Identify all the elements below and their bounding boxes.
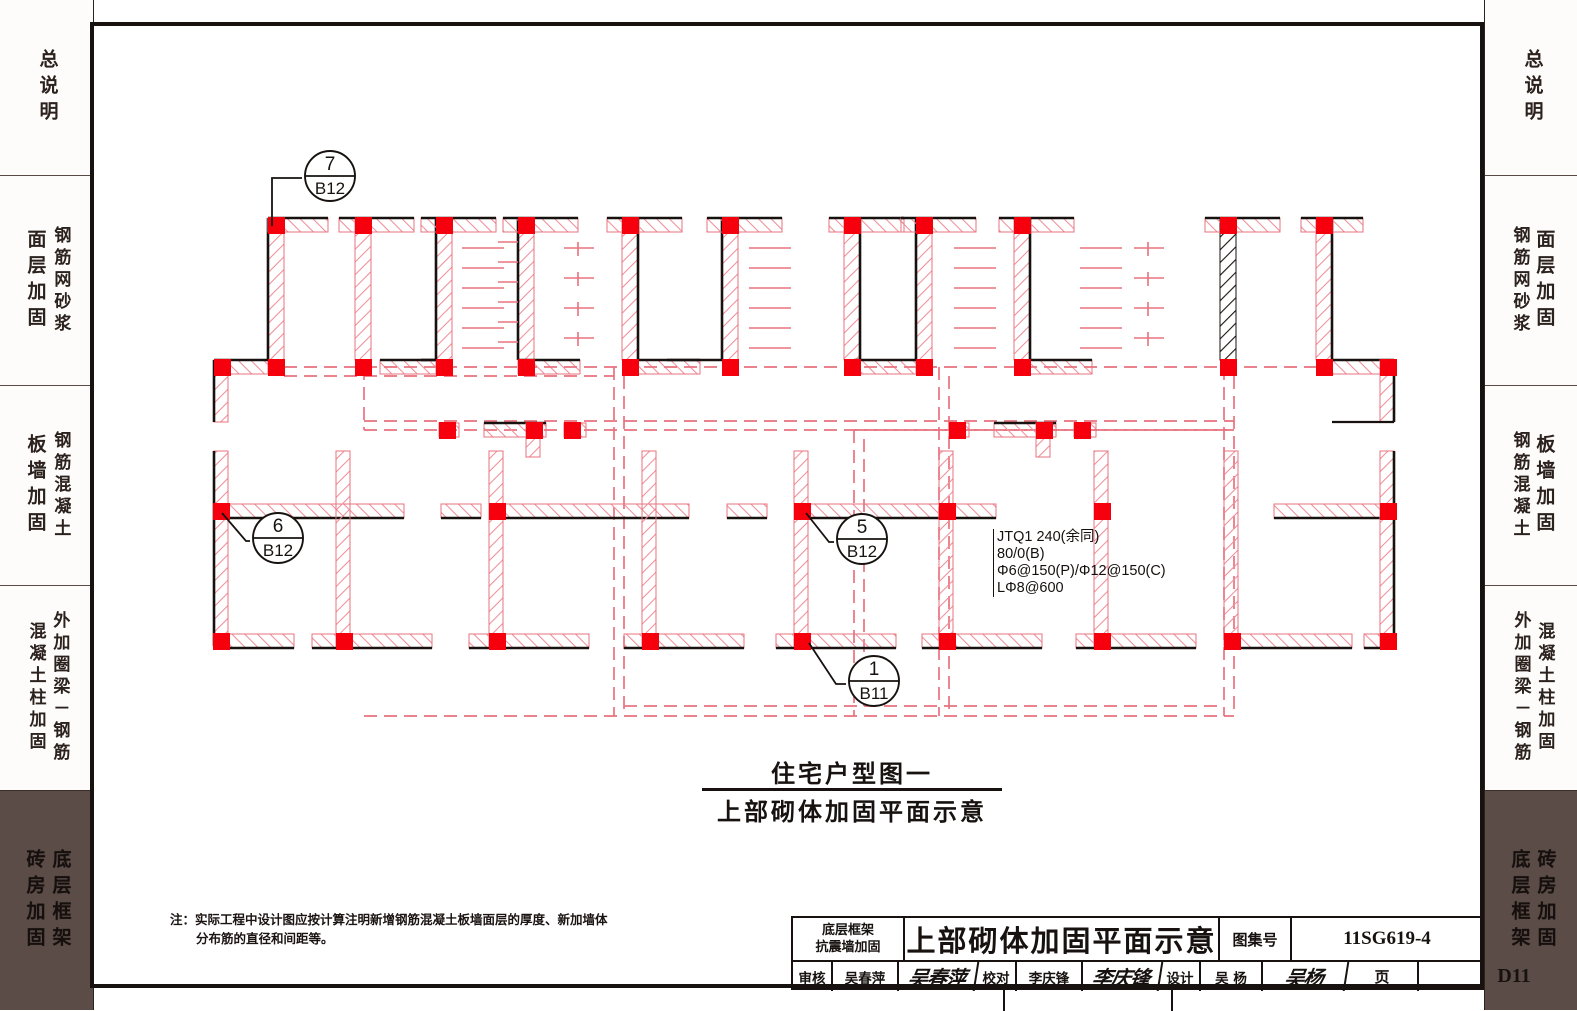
sidebar-item-concrete-column-external-ring-beam-reinforcement[interactable]: 外加圈梁－钢筋混凝土柱加固 <box>1485 585 1577 790</box>
drawing-sheet: 7 B12 6 B12 5 B12 1 B11 JT <box>94 26 1531 1011</box>
review-label: 审核 <box>793 962 833 991</box>
sidebar-label: 外加圈梁－钢筋 <box>49 611 70 765</box>
sidebar-label: 砖房加固 <box>23 848 46 953</box>
sidebar-item-concrete-column-external-ring-beam-reinforcement[interactable]: 混凝土柱加固外加圈梁－钢筋 <box>0 585 93 790</box>
reinforced-column-nodes <box>213 217 1397 650</box>
note-line-1: 实际工程中设计图应按计算注明新增钢筋混凝土板墙面层的厚度、新加墙体 <box>195 912 608 927</box>
sidebar-item-reinforced-concrete-slab-wall-reinforcement[interactable]: 板墙加固钢筋混凝土 <box>0 385 93 585</box>
category-line-2: 抗震墙加固 <box>815 940 881 955</box>
design-label: 设计 <box>1161 962 1201 991</box>
title-block-tick-left <box>1003 989 1005 1011</box>
title-divider-rule <box>702 788 1002 791</box>
sidebar-label: 钢筋网砂浆 <box>1509 225 1530 336</box>
atlas-number-label: 图集号 <box>1220 918 1292 962</box>
sidebar-label: 总说明 <box>36 48 59 127</box>
stair-tread-symbols <box>462 241 1164 349</box>
review-name: 吴春萍 <box>833 962 899 991</box>
sidebar-label: 板墙加固 <box>1533 433 1556 538</box>
sidebar-item-bottom-frame-brick-building-reinforcement[interactable]: 砖房加固底层框架 <box>0 790 93 1010</box>
title-block-tick-right <box>1171 989 1173 1011</box>
upper-wall-fins <box>266 216 1364 375</box>
sidebar-item-steel-mesh-mortar-surface-reinforcement[interactable]: 钢筋网砂浆面层加固 <box>1485 175 1577 385</box>
sidebar-label: 外加圈梁－钢筋 <box>1510 611 1531 765</box>
sidebar-right: 总说明钢筋网砂浆面层加固钢筋混凝土板墙加固外加圈梁－钢筋混凝土柱加固底层框架砖房… <box>1484 0 1577 1010</box>
sidebar-item-steel-mesh-mortar-surface-reinforcement[interactable]: 面层加固钢筋网砂浆 <box>0 175 93 385</box>
sidebar-label: 面层加固 <box>24 228 47 333</box>
sidebar-label: 底层框架 <box>1508 848 1531 953</box>
lower-wall-grid <box>212 450 1397 650</box>
sidebar-item-reinforced-concrete-slab-wall-reinforcement[interactable]: 钢筋混凝土板墙加固 <box>1485 385 1577 585</box>
title-block: 底层框架 抗震墙加固 上部砌体加固平面示意 图集号 11SG619-4 审核 吴… <box>791 916 1531 991</box>
title-block-row-main: 底层框架 抗震墙加固 上部砌体加固平面示意 图集号 11SG619-4 <box>793 918 1482 962</box>
sidebar-label: 砖房加固 <box>1534 848 1557 953</box>
design-name: 吴 杨 <box>1201 962 1263 991</box>
sidebar-item-general-description[interactable]: 总说明 <box>1485 0 1577 175</box>
note-prefix: 注： <box>170 912 196 927</box>
sidebar-label: 底层框架 <box>49 848 72 953</box>
title-block-category: 底层框架 抗震墙加固 <box>793 918 905 962</box>
sidebar-left: 总说明面层加固钢筋网砂浆板墙加固钢筋混凝土混凝土柱加固外加圈梁－钢筋砖房加固底层… <box>0 0 94 1010</box>
sidebar-item-general-description[interactable]: 总说明 <box>0 0 93 175</box>
check-signature: 李庆锋 <box>1080 962 1164 991</box>
title-block-main-title: 上部砌体加固平面示意 <box>905 918 1220 962</box>
sidebar-label: 钢筋混凝土 <box>1509 430 1530 541</box>
note-line-2: 分布筋的直径和间距等。 <box>196 931 334 946</box>
check-name: 李庆锋 <box>1017 962 1083 991</box>
sidebar-label: 钢筋网砂浆 <box>50 225 71 336</box>
callout-leaders <box>221 177 846 685</box>
title-block-row-signatures: 审核 吴春萍 吴春萍 校对 李庆锋 李庆锋 设计 吴 杨 吴杨 页 D11 <box>793 962 1531 991</box>
sidebar-label: 总说明 <box>1521 48 1544 127</box>
sidebar-label: 钢筋混凝土 <box>50 430 71 541</box>
sidebar-label: 板墙加固 <box>24 433 47 538</box>
sidebar-label: 混凝土柱加固 <box>25 622 46 754</box>
plan-title: 上部砌体加固平面示意 <box>717 798 987 826</box>
sidebar-item-bottom-frame-brick-building-reinforcement[interactable]: 底层框架砖房加固 <box>1485 790 1577 1010</box>
atlas-number-value: 11SG619-4 <box>1292 918 1482 962</box>
check-label: 校对 <box>977 962 1017 991</box>
review-signature: 吴春萍 <box>896 962 980 991</box>
design-signature: 吴杨 <box>1260 962 1350 991</box>
drawing-frame: 7 B12 6 B12 5 B12 1 B11 JT <box>90 22 1531 1011</box>
sidebar-label: 面层加固 <box>1533 228 1556 333</box>
plan-subtitle: 住宅户型图一 <box>771 760 933 788</box>
sidebar-label: 混凝土柱加固 <box>1534 622 1555 754</box>
page-label: 页 <box>1347 962 1419 991</box>
floor-plan-drawing <box>212 177 1397 717</box>
drawing-note: 注：实际工程中设计图应按计算注明新增钢筋混凝土板墙面层的厚度、新加墙体 分布筋的… <box>170 910 690 948</box>
category-line-1: 底层框架 <box>821 923 874 938</box>
wall-specification-annotation: JTQ1 240(余同) 80/0(B) Φ6@150(P)/Φ12@150(C… <box>993 529 1166 597</box>
page-value: D11 <box>1497 965 1531 987</box>
